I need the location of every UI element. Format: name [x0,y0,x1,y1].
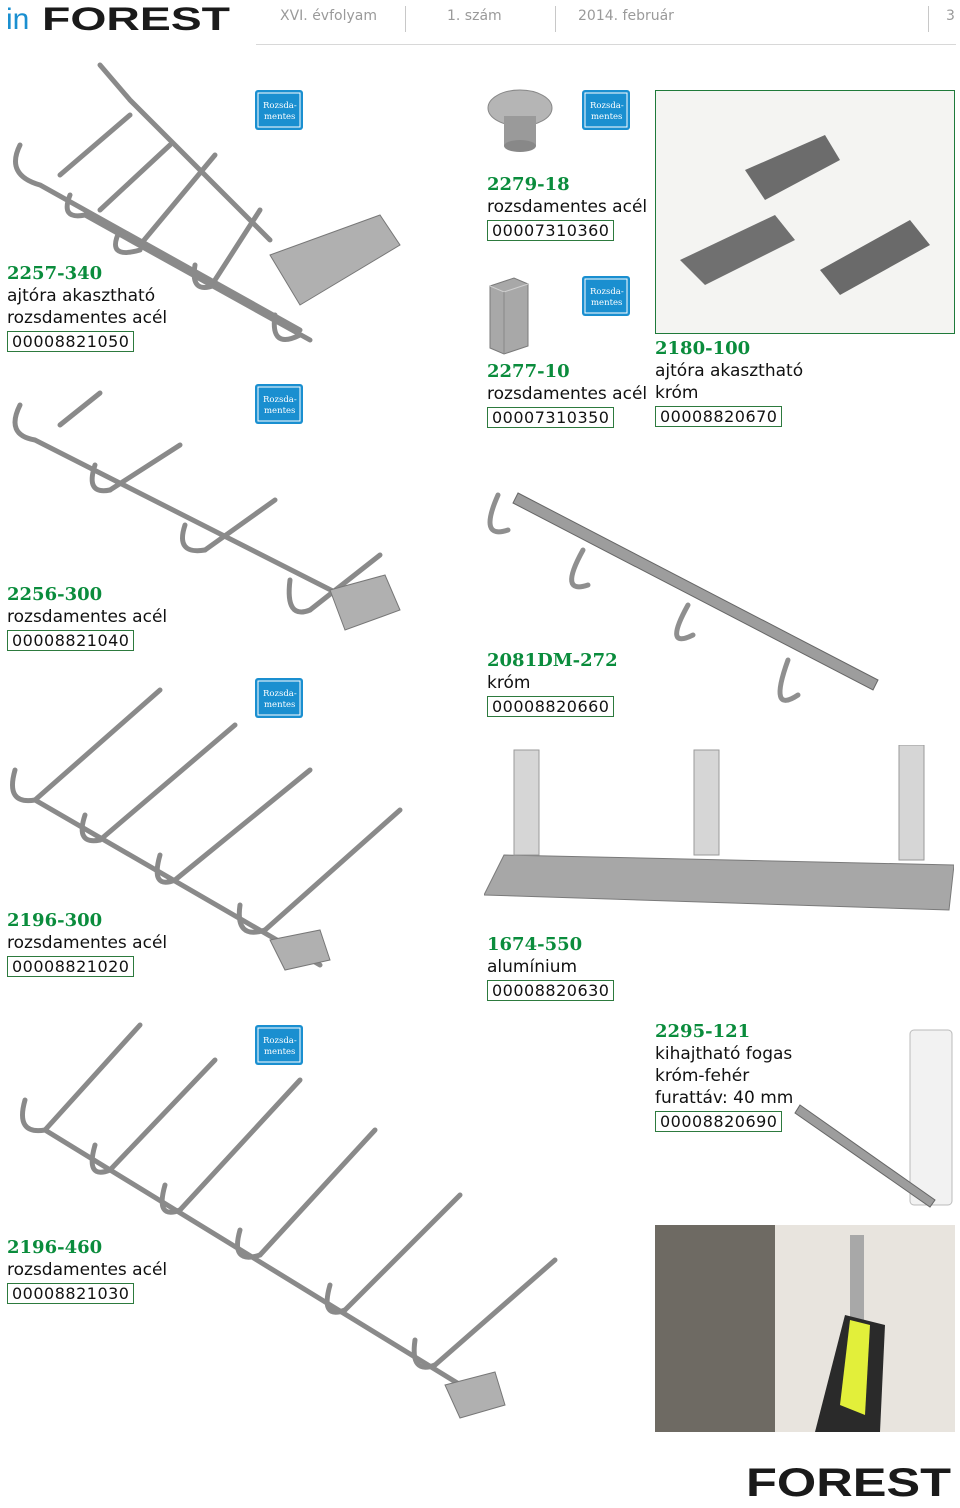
forest-footer-logo: FOREST [746,1461,951,1502]
product-desc: rozsdamentes acél [7,607,168,627]
product-desc: alumínium [487,957,578,977]
product-desc: furattáv: 40 mm [655,1088,794,1108]
article-number: 00008821030 [7,1283,135,1304]
product-desc: ajtóra akasztható [7,286,156,306]
product-desc: rozsdamentes acél [7,933,168,953]
date-label: 2014. február [578,8,674,24]
svg-text:Rozsda-: Rozsda- [263,395,297,405]
product-caption-2196-460: 2196-460 rozsdamentes acél 00008821030 [7,1237,167,1305]
header-divider [405,6,406,32]
product-caption-2180-100: 2180-100 ajtóra akasztható króm 00008820… [655,338,803,428]
product-code: 1674-550 [487,934,583,955]
product-caption-2256-300: 2256-300 rozsdamentes acél 00008821040 [7,584,167,652]
product-image-2196-300 [10,687,403,971]
svg-text:mentes: mentes [264,406,295,416]
logo-prefix: in [6,3,29,36]
product-desc: króm [655,383,699,403]
product-desc: rozsdamentes acél [7,308,168,328]
product-caption-2279-18: 2279-18 rozsdamentes acél 00007310360 [487,174,647,242]
product-code: 2196-460 [7,1237,103,1258]
product-caption-2277-10: 2277-10 rozsdamentes acél 00007310350 [487,361,647,429]
product-code: 2196-300 [7,910,103,931]
product-image-2257-340 [13,62,401,343]
product-caption-2081DM-272: 2081DM-272 króm 00008820660 [487,650,618,718]
svg-text:Rozsda-: Rozsda- [263,101,297,111]
svg-text:mentes: mentes [264,1047,295,1057]
article-number: 00008821020 [7,956,135,977]
article-number: 00008821040 [7,630,135,651]
article-number: 00008820630 [487,980,615,1001]
product-caption-2196-300: 2196-300 rozsdamentes acél 00008821020 [7,910,167,978]
rust-free-badge: Rozsda- mentes [582,276,630,316]
article-number: 00008820690 [655,1111,783,1132]
product-caption-1674-550: 1674-550 alumínium 00008820630 [487,934,615,1002]
product-code: 2081DM-272 [487,650,618,671]
product-code: 2180-100 [655,338,751,359]
svg-text:mentes: mentes [264,112,295,122]
product-desc: rozsdamentes acél [7,1260,168,1280]
product-code: 2257-340 [7,263,103,284]
logo-main: FOREST [42,2,231,36]
header-divider [555,6,556,32]
product-code: 2279-18 [487,174,570,195]
inforest-logo: in FOREST [6,2,231,36]
svg-text:Rozsda-: Rozsda- [590,101,624,111]
svg-text:mentes: mentes [591,298,622,308]
page-number: 3 [946,8,955,24]
article-number: 00008820670 [655,406,783,427]
rust-free-badge: Rozsda- mentes [255,1025,303,1065]
product-image-2295-121 [794,1029,953,1208]
svg-text:mentes: mentes [591,112,622,122]
rust-free-badge: Rozsda- mentes [582,90,630,130]
rust-free-badge: Rozsda- mentes [255,384,303,424]
product-image-2277-10 [489,277,529,355]
rust-free-badge: Rozsda- mentes [255,678,303,718]
svg-text:mentes: mentes [264,700,295,710]
product-code: 2277-10 [487,361,570,382]
product-desc: kihajtható fogas [655,1044,793,1064]
product-image-2196-460 [20,1022,558,1419]
product-image-1674-550 [484,745,954,911]
product-desc: króm-fehér [655,1066,750,1086]
product-desc: króm [487,673,531,693]
article-number: 00008821050 [7,331,135,352]
product-desc: rozsdamentes acél [487,384,648,404]
product-image-2279-18 [487,89,553,152]
header-rule [256,44,956,45]
svg-text:Rozsda-: Rozsda- [263,1036,297,1046]
svg-text:Rozsda-: Rozsda- [263,689,297,699]
rust-free-badge: Rozsda- mentes [255,90,303,130]
article-number: 00007310360 [487,220,615,241]
article-number: 00008820660 [487,696,615,717]
product-image-2081DM-272 [487,492,879,703]
product-desc: ajtóra akasztható [655,361,804,381]
product-code: 2256-300 [7,584,103,605]
product-caption-2257-340: 2257-340 ajtóra akasztható rozsdamentes … [7,263,167,353]
header-divider [928,6,929,32]
svg-text:FOREST: FOREST [746,1461,951,1502]
product-caption-2295-121: 2295-121 kihajtható fogas króm-fehér fur… [655,1021,793,1133]
product-code: 2295-121 [655,1021,751,1042]
product-desc: rozsdamentes acél [487,197,648,217]
issue-label: 1. szám [447,8,502,24]
article-number: 00007310350 [487,407,615,428]
volume-label: XVI. évfolyam [280,8,377,24]
svg-text:Rozsda-: Rozsda- [590,287,624,297]
product-image-office-scene [655,1225,955,1432]
product-image-2180-100 [655,90,955,334]
product-image-2256-300 [12,390,401,631]
